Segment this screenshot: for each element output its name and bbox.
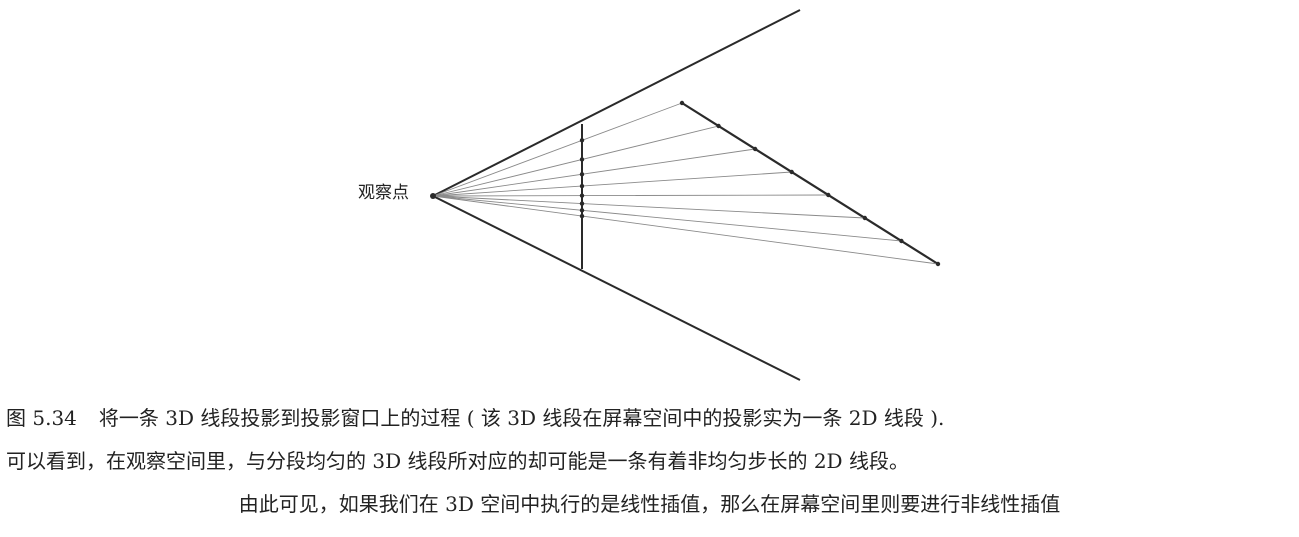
segment-sample-points — [679, 100, 941, 267]
caption-line-1: 图 5.34 将一条 3D 线段投影到投影窗口上的过程 ( 该 3D 线段在屏幕空… — [6, 408, 1299, 428]
3d-segment — [681, 102, 939, 265]
projection-ray — [432, 102, 683, 197]
window-point — [579, 138, 585, 143]
projection-ray — [432, 195, 902, 242]
window-point — [579, 201, 585, 206]
projection-ray — [432, 194, 829, 197]
projection-ray — [432, 148, 756, 197]
window-point — [579, 208, 585, 213]
window-point — [579, 157, 585, 162]
viewpoint-label: 观察点 — [358, 183, 409, 203]
projection-ray — [432, 195, 939, 265]
window-point — [579, 193, 585, 198]
projection-ray — [432, 171, 792, 197]
frustum-top-edge — [432, 9, 801, 197]
projection-rays — [432, 102, 939, 265]
figure-number: 图 5.34 — [6, 406, 77, 430]
window-point — [579, 213, 585, 219]
segment-point — [679, 100, 685, 106]
segment-point — [899, 238, 904, 244]
segment-point — [935, 261, 941, 267]
projection-ray — [432, 195, 865, 219]
segment-point — [789, 169, 794, 175]
projection-diagram: 观察点 — [358, 9, 941, 381]
segment-point — [716, 123, 721, 129]
window-point — [579, 183, 585, 189]
caption-line-3: 由此可见，如果我们在 3D 空间中执行的是线性插值，那么在屏幕空间里则要进行非线… — [238, 492, 1061, 516]
window-point — [579, 172, 585, 177]
caption-text-1: 将一条 3D 线段投影到投影窗口上的过程 ( 该 3D 线段在屏幕空间中的投影实… — [98, 406, 945, 430]
frustum-bottom-edge — [432, 195, 801, 381]
segment-point — [752, 146, 758, 152]
window-projected-points — [579, 138, 585, 219]
caption-line-2: 可以看到，在观察空间里，与分段均匀的 3D 线段所对应的却可能是一条有着非均匀步… — [6, 449, 909, 473]
viewpoint-dot — [430, 193, 436, 199]
segment-point — [826, 192, 831, 198]
segment-point — [862, 215, 868, 221]
projection-ray — [432, 125, 719, 197]
